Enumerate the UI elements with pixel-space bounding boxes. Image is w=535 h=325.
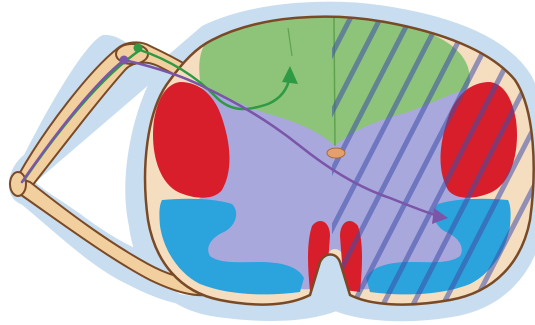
central-canal <box>327 148 345 158</box>
spinal-nerve-cut-end <box>10 172 26 196</box>
dorsal-median-septum <box>334 18 335 148</box>
purple-neuron-cell-body <box>120 56 129 65</box>
green-neuron-cell-body <box>134 44 143 53</box>
